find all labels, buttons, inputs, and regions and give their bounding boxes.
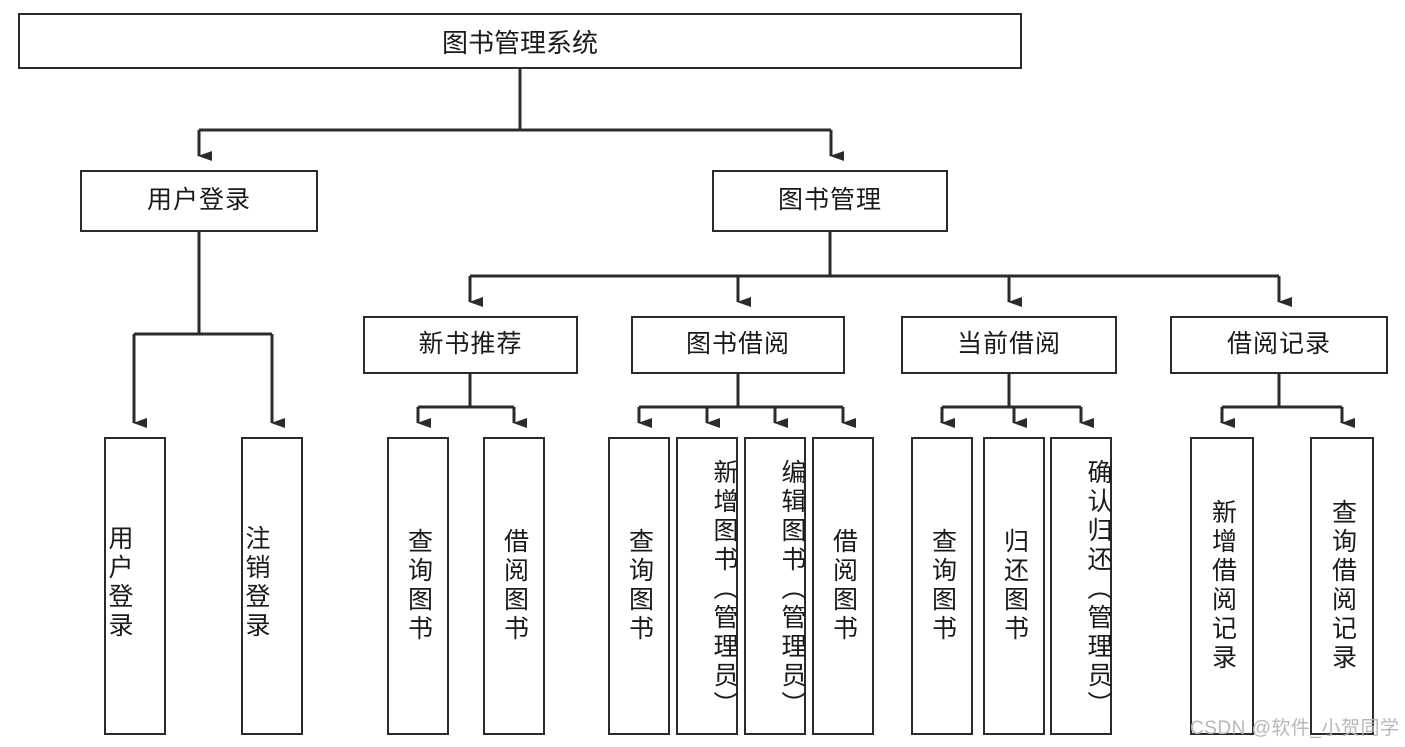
- node-root-system[interactable]: 图书管理系统: [18, 13, 1022, 69]
- node-leaf-add-record[interactable]: 新增借阅记录: [1190, 437, 1254, 735]
- node-borrow-record[interactable]: 借阅记录: [1170, 316, 1388, 374]
- node-new-book-recommend[interactable]: 新书推荐: [363, 316, 578, 374]
- node-leaf-borrow-book-1[interactable]: 借阅图书: [483, 437, 545, 735]
- node-leaf-query-record[interactable]: 查询借阅记录: [1310, 437, 1374, 735]
- node-leaf-query-book-1[interactable]: 查询图书: [387, 437, 449, 735]
- node-user-login[interactable]: 用户登录: [80, 170, 318, 232]
- node-leaf-query-book-2[interactable]: 查询图书: [608, 437, 670, 735]
- node-leaf-logout[interactable]: 注销登录: [241, 437, 303, 735]
- node-leaf-return-book[interactable]: 归还图书: [983, 437, 1045, 735]
- node-leaf-borrow-book-2[interactable]: 借阅图书: [812, 437, 874, 735]
- node-leaf-add-book[interactable]: 新增图书（管理员）: [676, 437, 738, 735]
- node-book-management[interactable]: 图书管理: [712, 170, 948, 232]
- node-book-borrow[interactable]: 图书借阅: [631, 316, 845, 374]
- watermark-text: CSDN @软件_小贺同学: [1190, 718, 1400, 739]
- node-leaf-query-book-3[interactable]: 查询图书: [911, 437, 973, 735]
- node-leaf-user-login[interactable]: 用户登录: [104, 437, 166, 735]
- node-current-borrow[interactable]: 当前借阅: [901, 316, 1117, 374]
- node-leaf-confirm-return[interactable]: 确认归还（管理员）: [1050, 437, 1112, 735]
- node-leaf-edit-book[interactable]: 编辑图书（管理员）: [744, 437, 806, 735]
